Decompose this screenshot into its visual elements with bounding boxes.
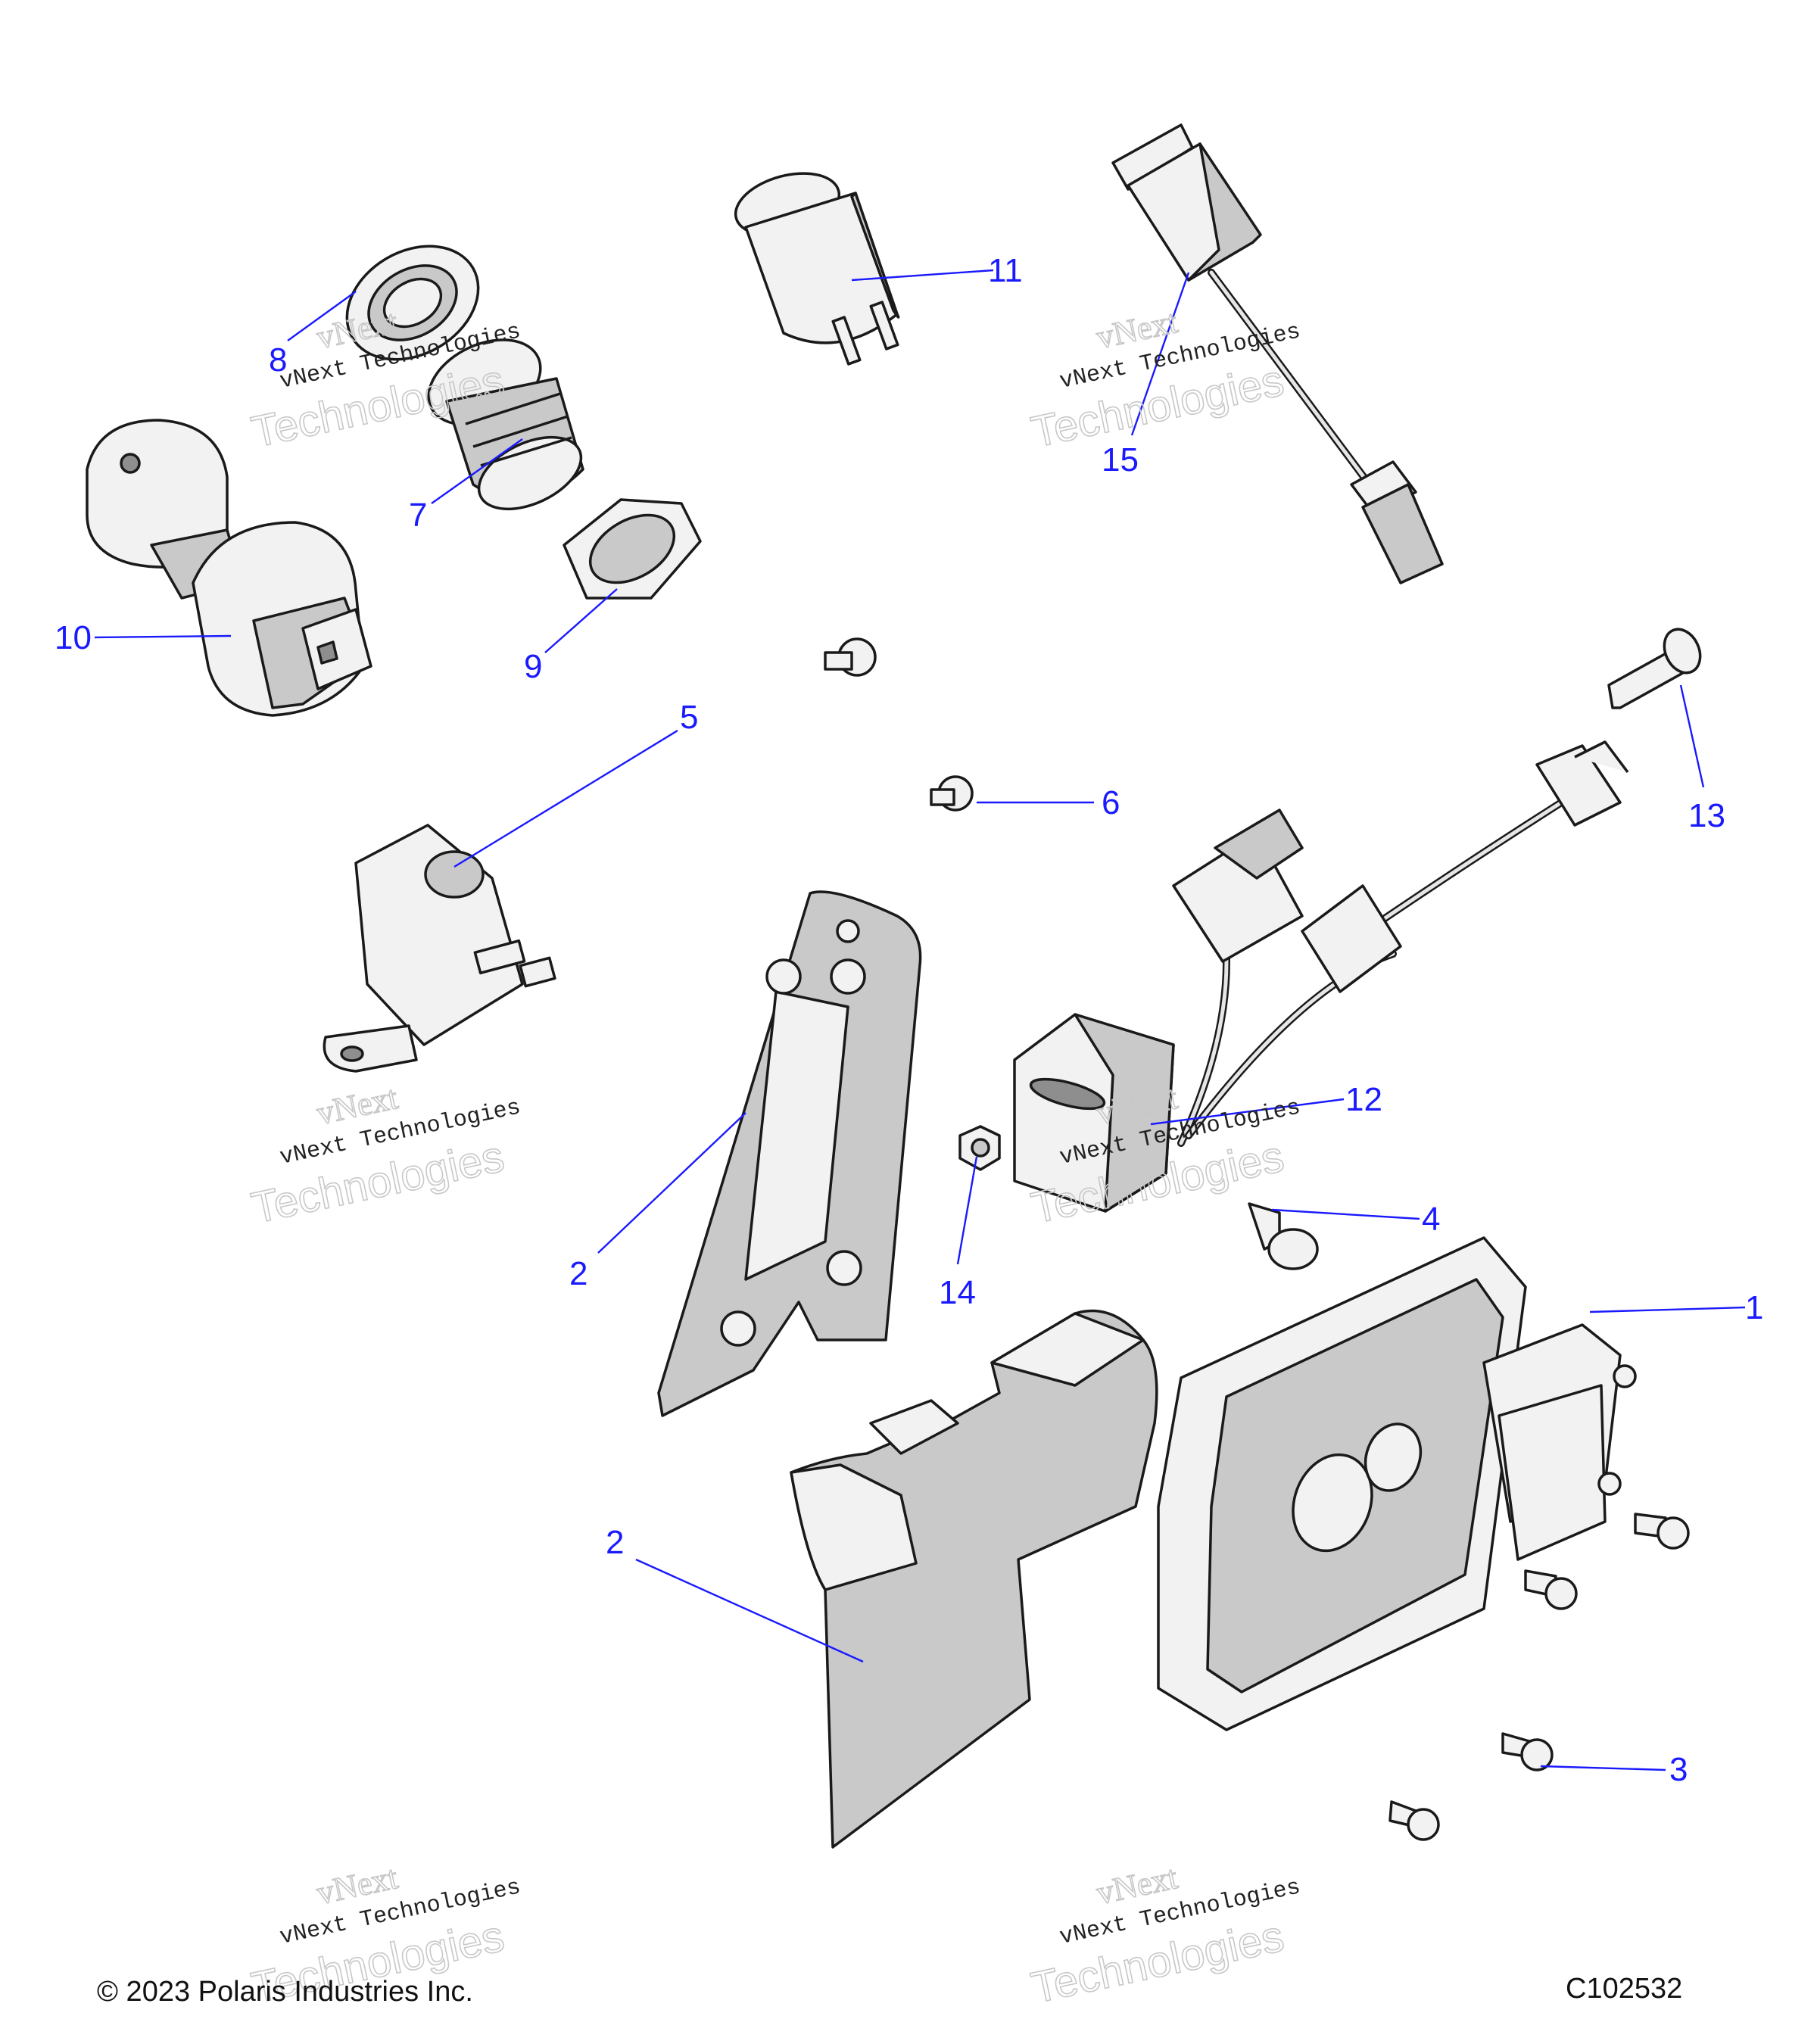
callout-6: 6 xyxy=(1102,784,1120,821)
leader-15 xyxy=(1130,272,1190,436)
leader-lines xyxy=(94,269,1746,1771)
part-4-push-rivet xyxy=(1248,1202,1319,1270)
part-3-screw-d xyxy=(1388,1800,1440,1841)
part-3-screw-a xyxy=(1634,1513,1690,1550)
leader-7 xyxy=(431,438,523,504)
part-6-screw xyxy=(930,775,974,812)
callout-8: 8 xyxy=(269,341,287,379)
leader-5 xyxy=(453,729,678,868)
part-5-connector xyxy=(323,824,556,1073)
leader-2-upper xyxy=(597,1112,746,1254)
leader-10 xyxy=(94,634,232,639)
callout-2-upper: 2 xyxy=(569,1255,587,1292)
leader-11 xyxy=(851,269,994,282)
callout-10: 10 xyxy=(55,619,92,656)
diagram-code: C102532 xyxy=(1566,1973,1683,2005)
leader-13 xyxy=(1679,684,1705,788)
leader-9 xyxy=(544,588,618,653)
callout-7: 7 xyxy=(409,497,427,534)
leader-14 xyxy=(956,1156,978,1265)
callout-labels: 1 2 2 3 4 5 6 7 8 9 10 11 12 13 14 15 xyxy=(55,252,1763,1788)
watermark-middle-left: vNext vNext Technologies Technologies xyxy=(247,1078,523,1233)
callout-12: 12 xyxy=(1345,1081,1382,1118)
callout-2-lower: 2 xyxy=(606,1524,624,1561)
leader-12 xyxy=(1150,1098,1345,1126)
part-3-screw-c xyxy=(1501,1732,1554,1771)
part-3-screw-b xyxy=(1524,1569,1578,1610)
part-9-hex-nut xyxy=(563,498,702,600)
part-2-mounting-bracket xyxy=(657,890,922,1417)
watermark-top-right: vNext vNext Technologies Technologies xyxy=(1027,302,1303,457)
part-11-flasher-relay xyxy=(734,172,900,366)
copyright-notice: © 2023 Polaris Industries Inc. xyxy=(97,1976,473,2008)
part-10-ignition-switch xyxy=(86,419,372,717)
callout-4: 4 xyxy=(1422,1201,1440,1238)
part-8-lock-ring xyxy=(345,245,480,361)
leader-3 xyxy=(1540,1765,1666,1771)
leader-1 xyxy=(1589,1306,1746,1313)
leader-8 xyxy=(287,291,357,341)
callout-15: 15 xyxy=(1102,441,1139,478)
callout-5: 5 xyxy=(680,699,698,736)
part-7-threaded-socket xyxy=(427,338,584,511)
watermark-bottom-right: vNext vNext Technologies Technologies xyxy=(1027,1858,1303,2013)
callout-11: 11 xyxy=(988,252,1023,289)
callout-1: 1 xyxy=(1745,1289,1763,1326)
leader-4 xyxy=(1271,1208,1420,1220)
callout-9: 9 xyxy=(524,648,542,685)
callout-13: 13 xyxy=(1688,797,1725,834)
part-1-ecu xyxy=(1157,1236,1637,1731)
callout-14: 14 xyxy=(939,1274,976,1311)
part-12-module-harness xyxy=(1013,740,1629,1213)
leader-2-lower xyxy=(635,1558,864,1663)
part-15-sensor-harness xyxy=(1111,123,1444,584)
callout-3: 3 xyxy=(1669,1751,1688,1788)
fastener-screw-upper xyxy=(824,637,877,677)
part-13-bolt xyxy=(1607,628,1702,709)
part-14-nut xyxy=(958,1125,1001,1171)
part-2-cover xyxy=(790,1309,1158,1849)
